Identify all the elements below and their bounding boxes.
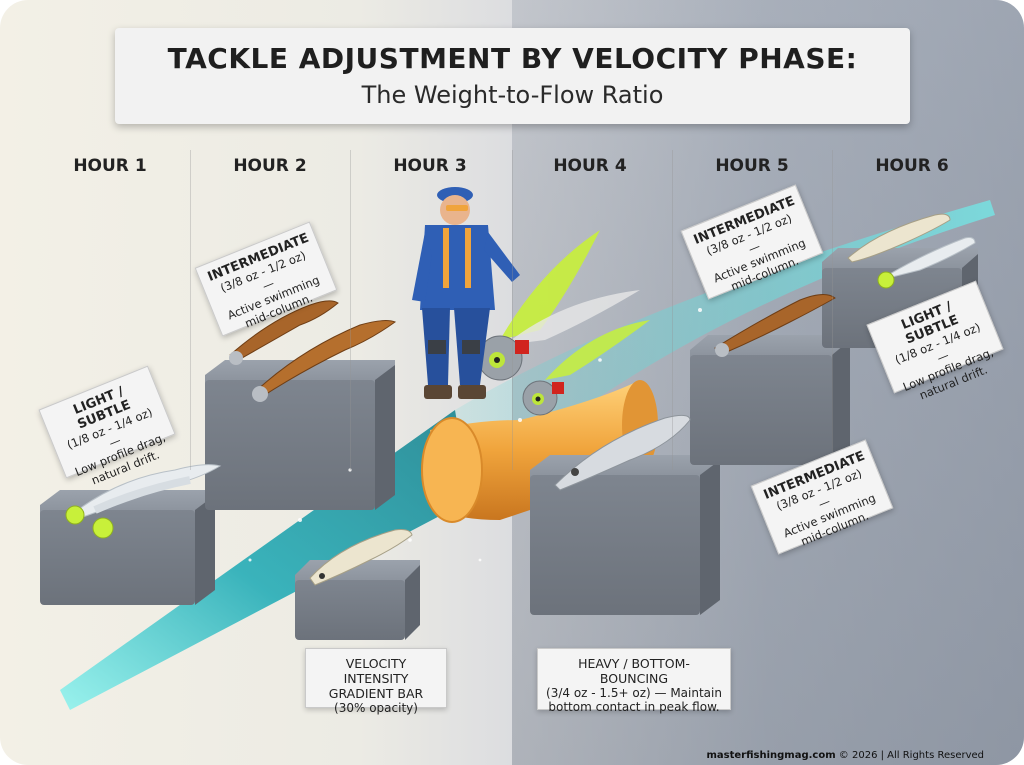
hour-label-5: HOUR 5 bbox=[715, 156, 789, 176]
bucktail-jig-hour4 bbox=[477, 230, 650, 416]
note-line: HEAVY / BOTTOM-BOUNCING bbox=[578, 656, 690, 686]
hour-label-4: HOUR 4 bbox=[553, 156, 627, 176]
note-line: VELOCITY INTENSITY bbox=[343, 656, 409, 686]
divider bbox=[190, 150, 191, 470]
divider bbox=[832, 150, 833, 470]
subtitle: The Weight-to-Flow Ratio bbox=[361, 81, 664, 109]
note-line: GRADIENT BAR bbox=[328, 686, 424, 701]
sparkles bbox=[248, 308, 702, 562]
note-line: (30% opacity) bbox=[334, 701, 418, 715]
footer-rights: © 2026 | All Rights Reserved bbox=[835, 750, 984, 761]
pedestal-hour5 bbox=[690, 335, 850, 465]
hour-label-6: HOUR 6 bbox=[875, 156, 949, 176]
hour-label-2: HOUR 2 bbox=[233, 156, 307, 176]
main-title: TACKLE ADJUSTMENT BY VELOCITY PHASE: bbox=[167, 42, 858, 75]
note-heavy-bottom-bouncing: HEAVY / BOTTOM-BOUNCING (3/4 oz - 1.5+ o… bbox=[537, 648, 731, 714]
note-line: bottom contact in peak flow. bbox=[548, 700, 720, 714]
pedestal-hour4 bbox=[530, 455, 720, 615]
footer-site: masterfishingmag.com bbox=[706, 750, 836, 761]
spoon-lure-hour4 bbox=[554, 414, 691, 491]
hour-label-3: HOUR 3 bbox=[393, 156, 467, 176]
note-line: (3/4 oz - 1.5+ oz) — Maintain bbox=[546, 686, 722, 700]
title-banner: TACKLE ADJUSTMENT BY VELOCITY PHASE: The… bbox=[115, 28, 910, 124]
pedestal-hour1 bbox=[40, 490, 215, 605]
note-velocity-intensity: VELOCITY INTENSITY GRADIENT BAR (30% opa… bbox=[305, 648, 447, 715]
divider bbox=[672, 150, 673, 470]
plug-lure-hour6 bbox=[847, 213, 976, 289]
angler-figure bbox=[412, 187, 520, 399]
jig-lure-hour1 bbox=[65, 464, 222, 539]
plug-lure-velocity bbox=[309, 529, 413, 586]
swimbait-lure-hour2 bbox=[229, 300, 397, 402]
pedestal-velocity bbox=[295, 560, 420, 640]
divider bbox=[350, 150, 351, 470]
swimbait-lure-hour5 bbox=[714, 294, 836, 357]
divider bbox=[512, 150, 513, 470]
pedestal-hour2 bbox=[205, 360, 395, 510]
footer-credit: masterfishingmag.com © 2026 | All Rights… bbox=[706, 750, 984, 761]
hour-label-1: HOUR 1 bbox=[73, 156, 147, 176]
